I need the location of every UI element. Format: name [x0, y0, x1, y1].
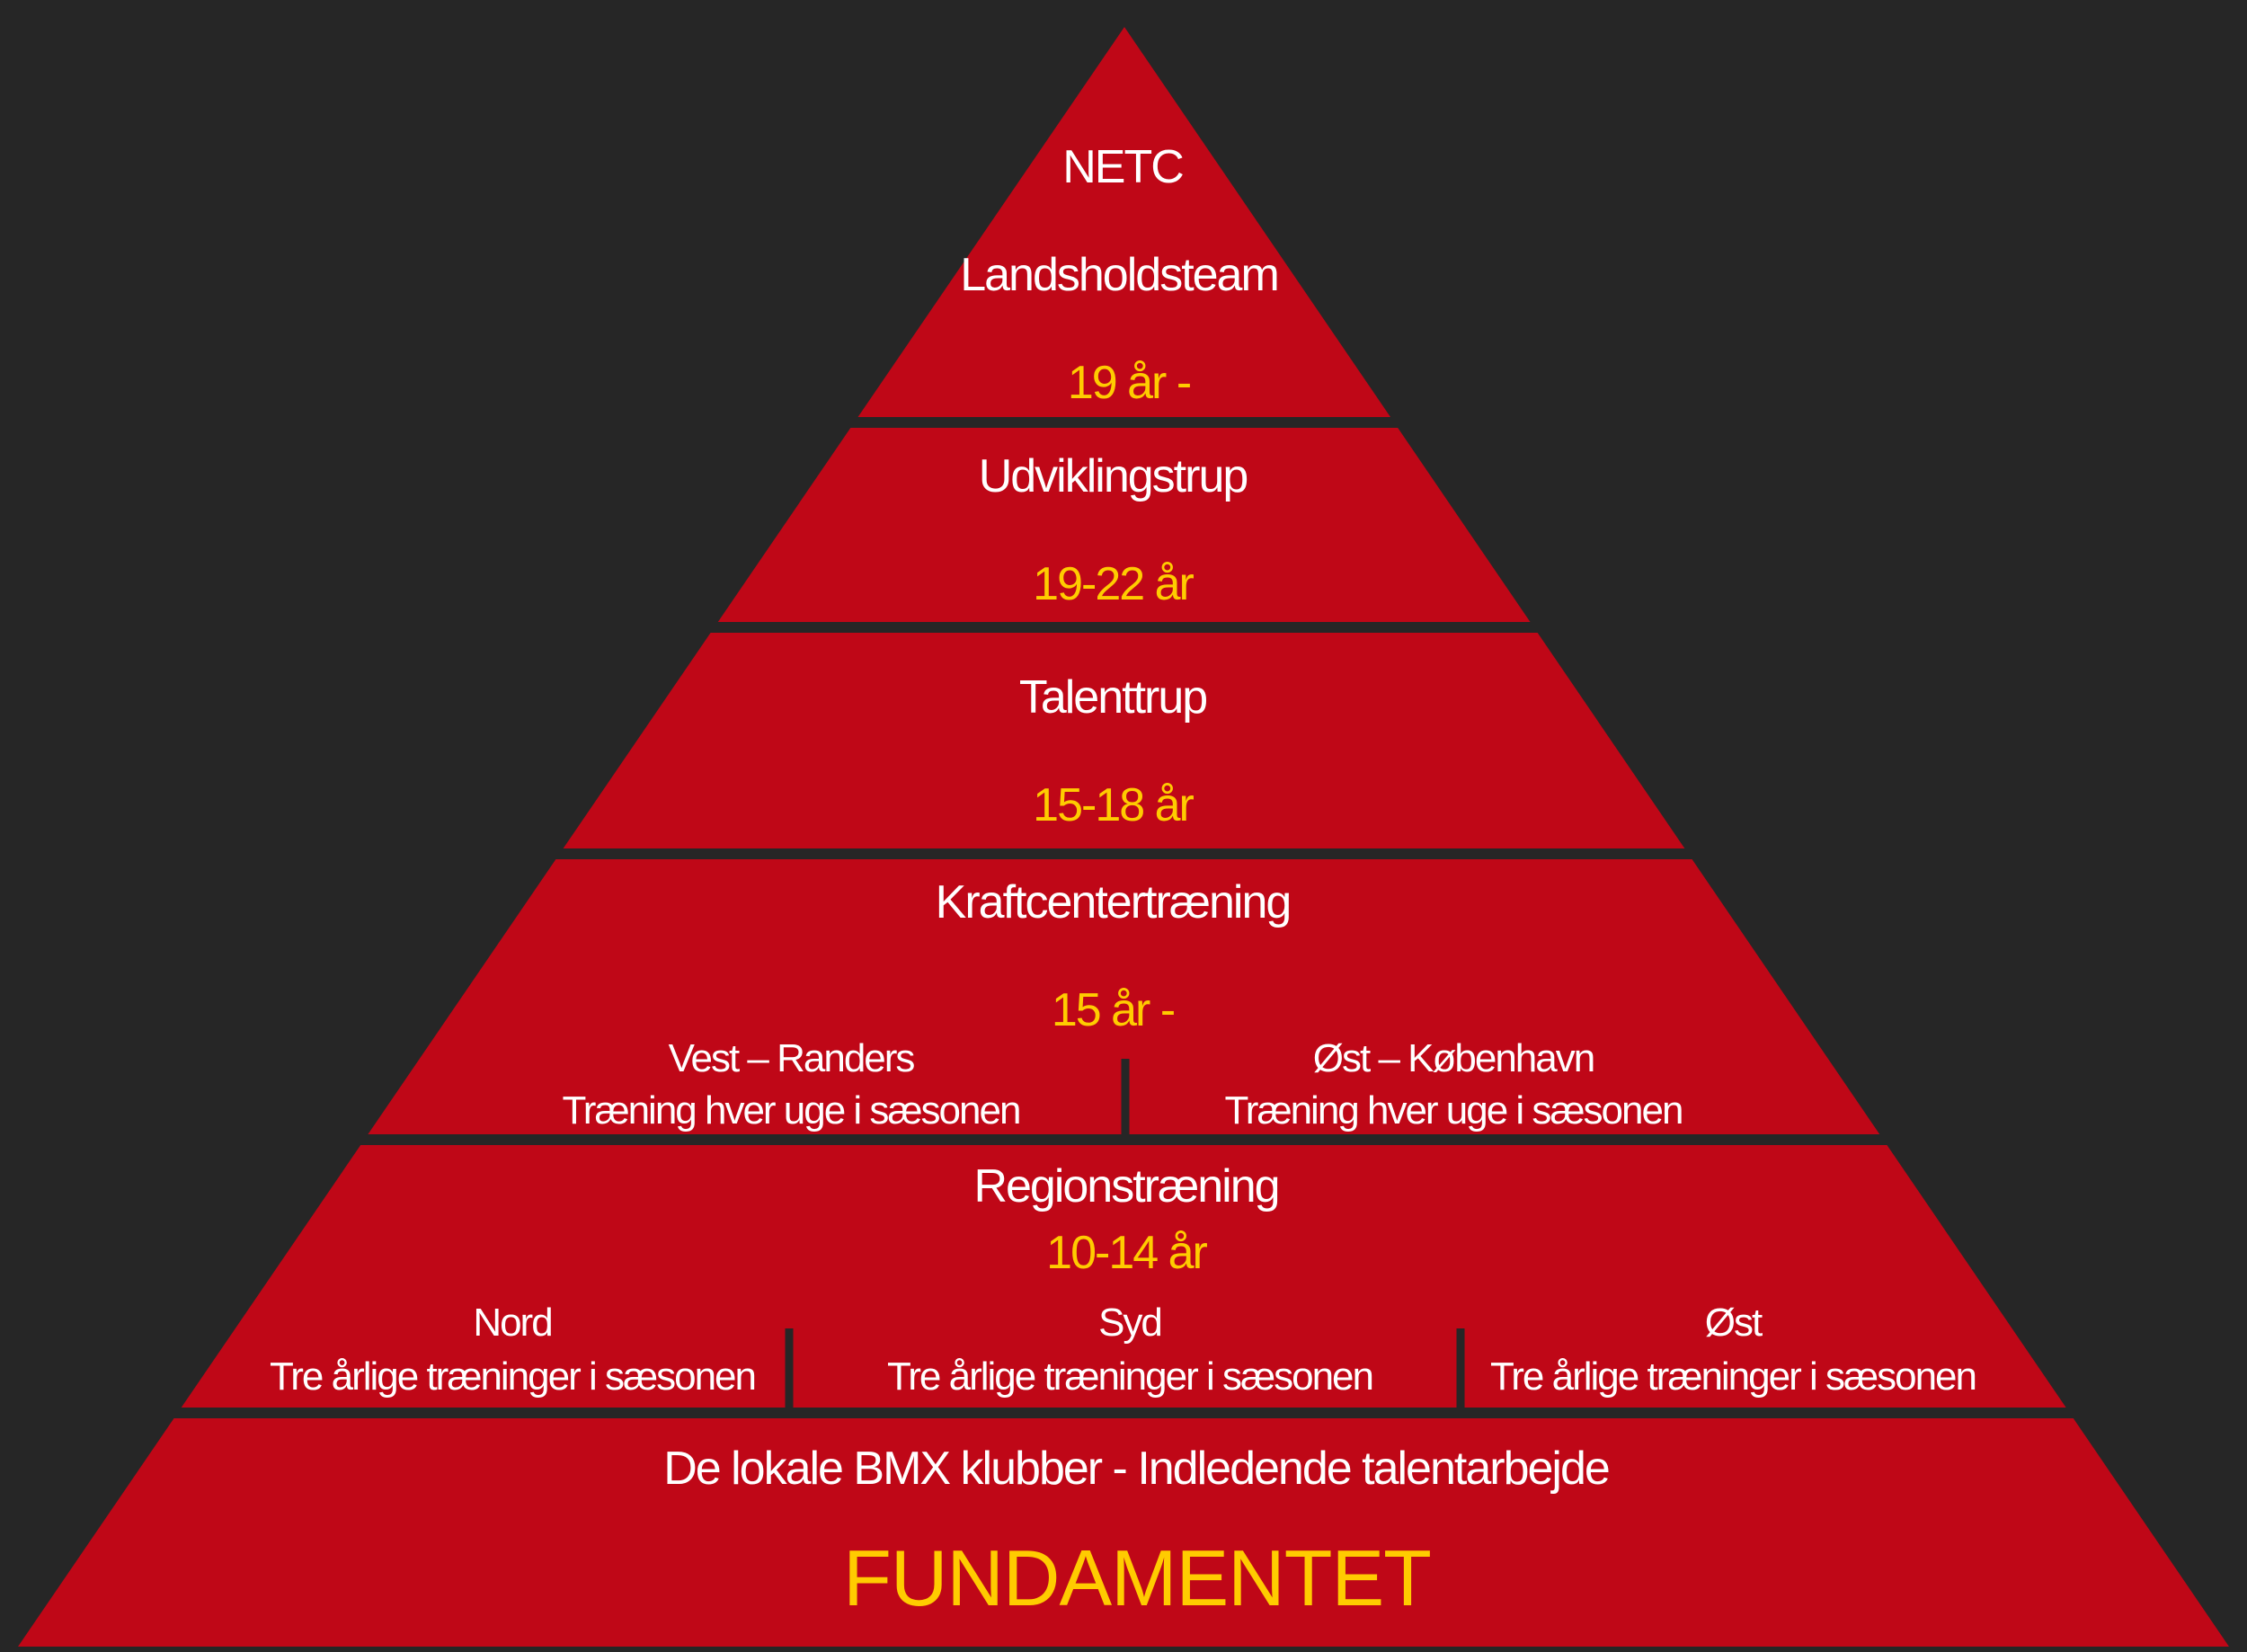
tier-6-title: De lokale BMX klubber - Indledende talen… [663, 1443, 1611, 1495]
tier-5-cell-2-name: Syd [1098, 1301, 1163, 1345]
tier-3-title: Talenttrup [1018, 671, 1208, 724]
tier-6-footer: FUNDAMENTET [843, 1533, 1432, 1622]
tier-1-age: 19 år - [1067, 357, 1192, 409]
tier-5-cell-1-note: Tre årlige træninger i sæsonen [270, 1354, 757, 1399]
tier-3-age: 15-18 år [1033, 779, 1195, 831]
tier-5-cell-1-name: Nord [473, 1301, 553, 1345]
tier-1-subtitle: Landsholdsteam [960, 249, 1280, 301]
tier-4-cell-2-note: Træning hver uge i sæsonen [1224, 1088, 1684, 1132]
tier-5-cell-2-note: Tre årlige træninger i sæsonen [887, 1354, 1374, 1399]
tier-4-cell-1-name: Vest – Randers [668, 1036, 916, 1080]
pyramid-body [18, 27, 2229, 1647]
tier-2-age: 19-22 år [1033, 558, 1195, 610]
tier-4-cell-2-name: Øst – København [1312, 1036, 1595, 1080]
tier-4-title: Kraftcentertræning [935, 876, 1292, 928]
tier-1-title: NETC [1062, 141, 1185, 193]
tier-4-age: 15 år - [1051, 984, 1176, 1036]
tier-2-title: Udviklingstrup [978, 450, 1249, 502]
tier-5-cell-3-name: Øst [1704, 1301, 1763, 1345]
tier-4-cell-1-note: Træning hver uge i sæsonen [562, 1088, 1022, 1132]
tier-5-cell-3-note: Tre årlige træninger i sæsonen [1490, 1354, 1977, 1399]
tier-5-age: 10-14 år [1046, 1227, 1208, 1279]
tier-5-title: Regionstræning [973, 1160, 1280, 1212]
